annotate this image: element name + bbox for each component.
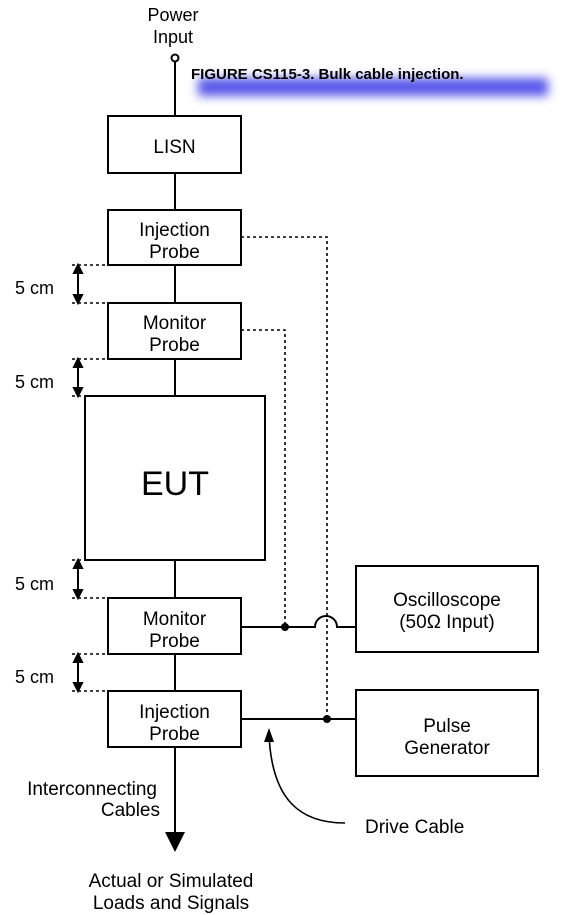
monitor-probe-top-line2: Probe bbox=[149, 335, 200, 356]
injection-probe-top-line2: Probe bbox=[149, 242, 200, 263]
spacing-label-2: 5 cm bbox=[15, 372, 54, 392]
injection-probe-bottom-line1: Injection bbox=[139, 702, 210, 723]
oscilloscope-line1: Oscilloscope bbox=[393, 590, 501, 611]
lisn-block: LISN bbox=[107, 115, 242, 174]
injection-probe-top-line1: Injection bbox=[139, 220, 210, 241]
spacing-label-4: 5 cm bbox=[15, 667, 54, 687]
monitor-probe-bottom: Monitor Probe bbox=[107, 597, 242, 655]
monitor-probe-bottom-line2: Probe bbox=[149, 631, 200, 652]
drive-cable-pointer bbox=[264, 728, 346, 824]
eut-block: EUT bbox=[84, 395, 266, 561]
injection-probe-bottom: Injection Probe bbox=[107, 690, 242, 748]
oscilloscope-line2: (50Ω Input) bbox=[399, 612, 495, 633]
interconnecting-cables-line1: Interconnecting bbox=[27, 779, 157, 800]
power-input-label: Power Input bbox=[147, 5, 198, 47]
loads-line1: Actual or Simulated bbox=[89, 871, 254, 892]
power-input-terminal bbox=[170, 53, 180, 63]
injection-probe-top: Injection Probe bbox=[107, 209, 242, 266]
eut-label: EUT bbox=[141, 465, 209, 503]
injection-junction-dot bbox=[323, 715, 331, 723]
instrument-cables bbox=[241, 615, 356, 720]
figure-caption: FIGURE CS115-3. Bulk cable injection. bbox=[191, 66, 548, 96]
injection-probe-bottom-line2: Probe bbox=[149, 724, 200, 745]
caption-text: FIGURE CS115-3. Bulk cable injection. bbox=[191, 66, 464, 83]
lisn-label: LISN bbox=[153, 137, 195, 158]
probe-routing-cables bbox=[241, 236, 328, 719]
drive-cable-label: Drive Cable bbox=[365, 817, 464, 838]
oscilloscope-block: Oscilloscope (50Ω Input) bbox=[355, 565, 539, 653]
monitor-junction-dot bbox=[281, 623, 289, 631]
monitor-probe-bottom-line1: Monitor bbox=[143, 609, 207, 630]
pulse-generator-line1: Pulse bbox=[423, 716, 471, 737]
spacing-arrows bbox=[72, 262, 84, 694]
power-input-line1: Power bbox=[147, 5, 198, 25]
pulse-generator-block: Pulse Generator bbox=[355, 689, 539, 777]
interconnecting-cables-line2: Cables bbox=[101, 800, 160, 821]
pulse-generator-line2: Generator bbox=[404, 738, 490, 759]
spacing-label-1: 5 cm bbox=[15, 278, 54, 298]
loads-line2: Loads and Signals bbox=[93, 893, 249, 914]
monitor-probe-top: Monitor Probe bbox=[107, 302, 242, 360]
spacing-label-3: 5 cm bbox=[15, 574, 54, 594]
monitor-probe-top-line1: Monitor bbox=[143, 313, 207, 334]
power-input-line2: Input bbox=[153, 27, 193, 47]
